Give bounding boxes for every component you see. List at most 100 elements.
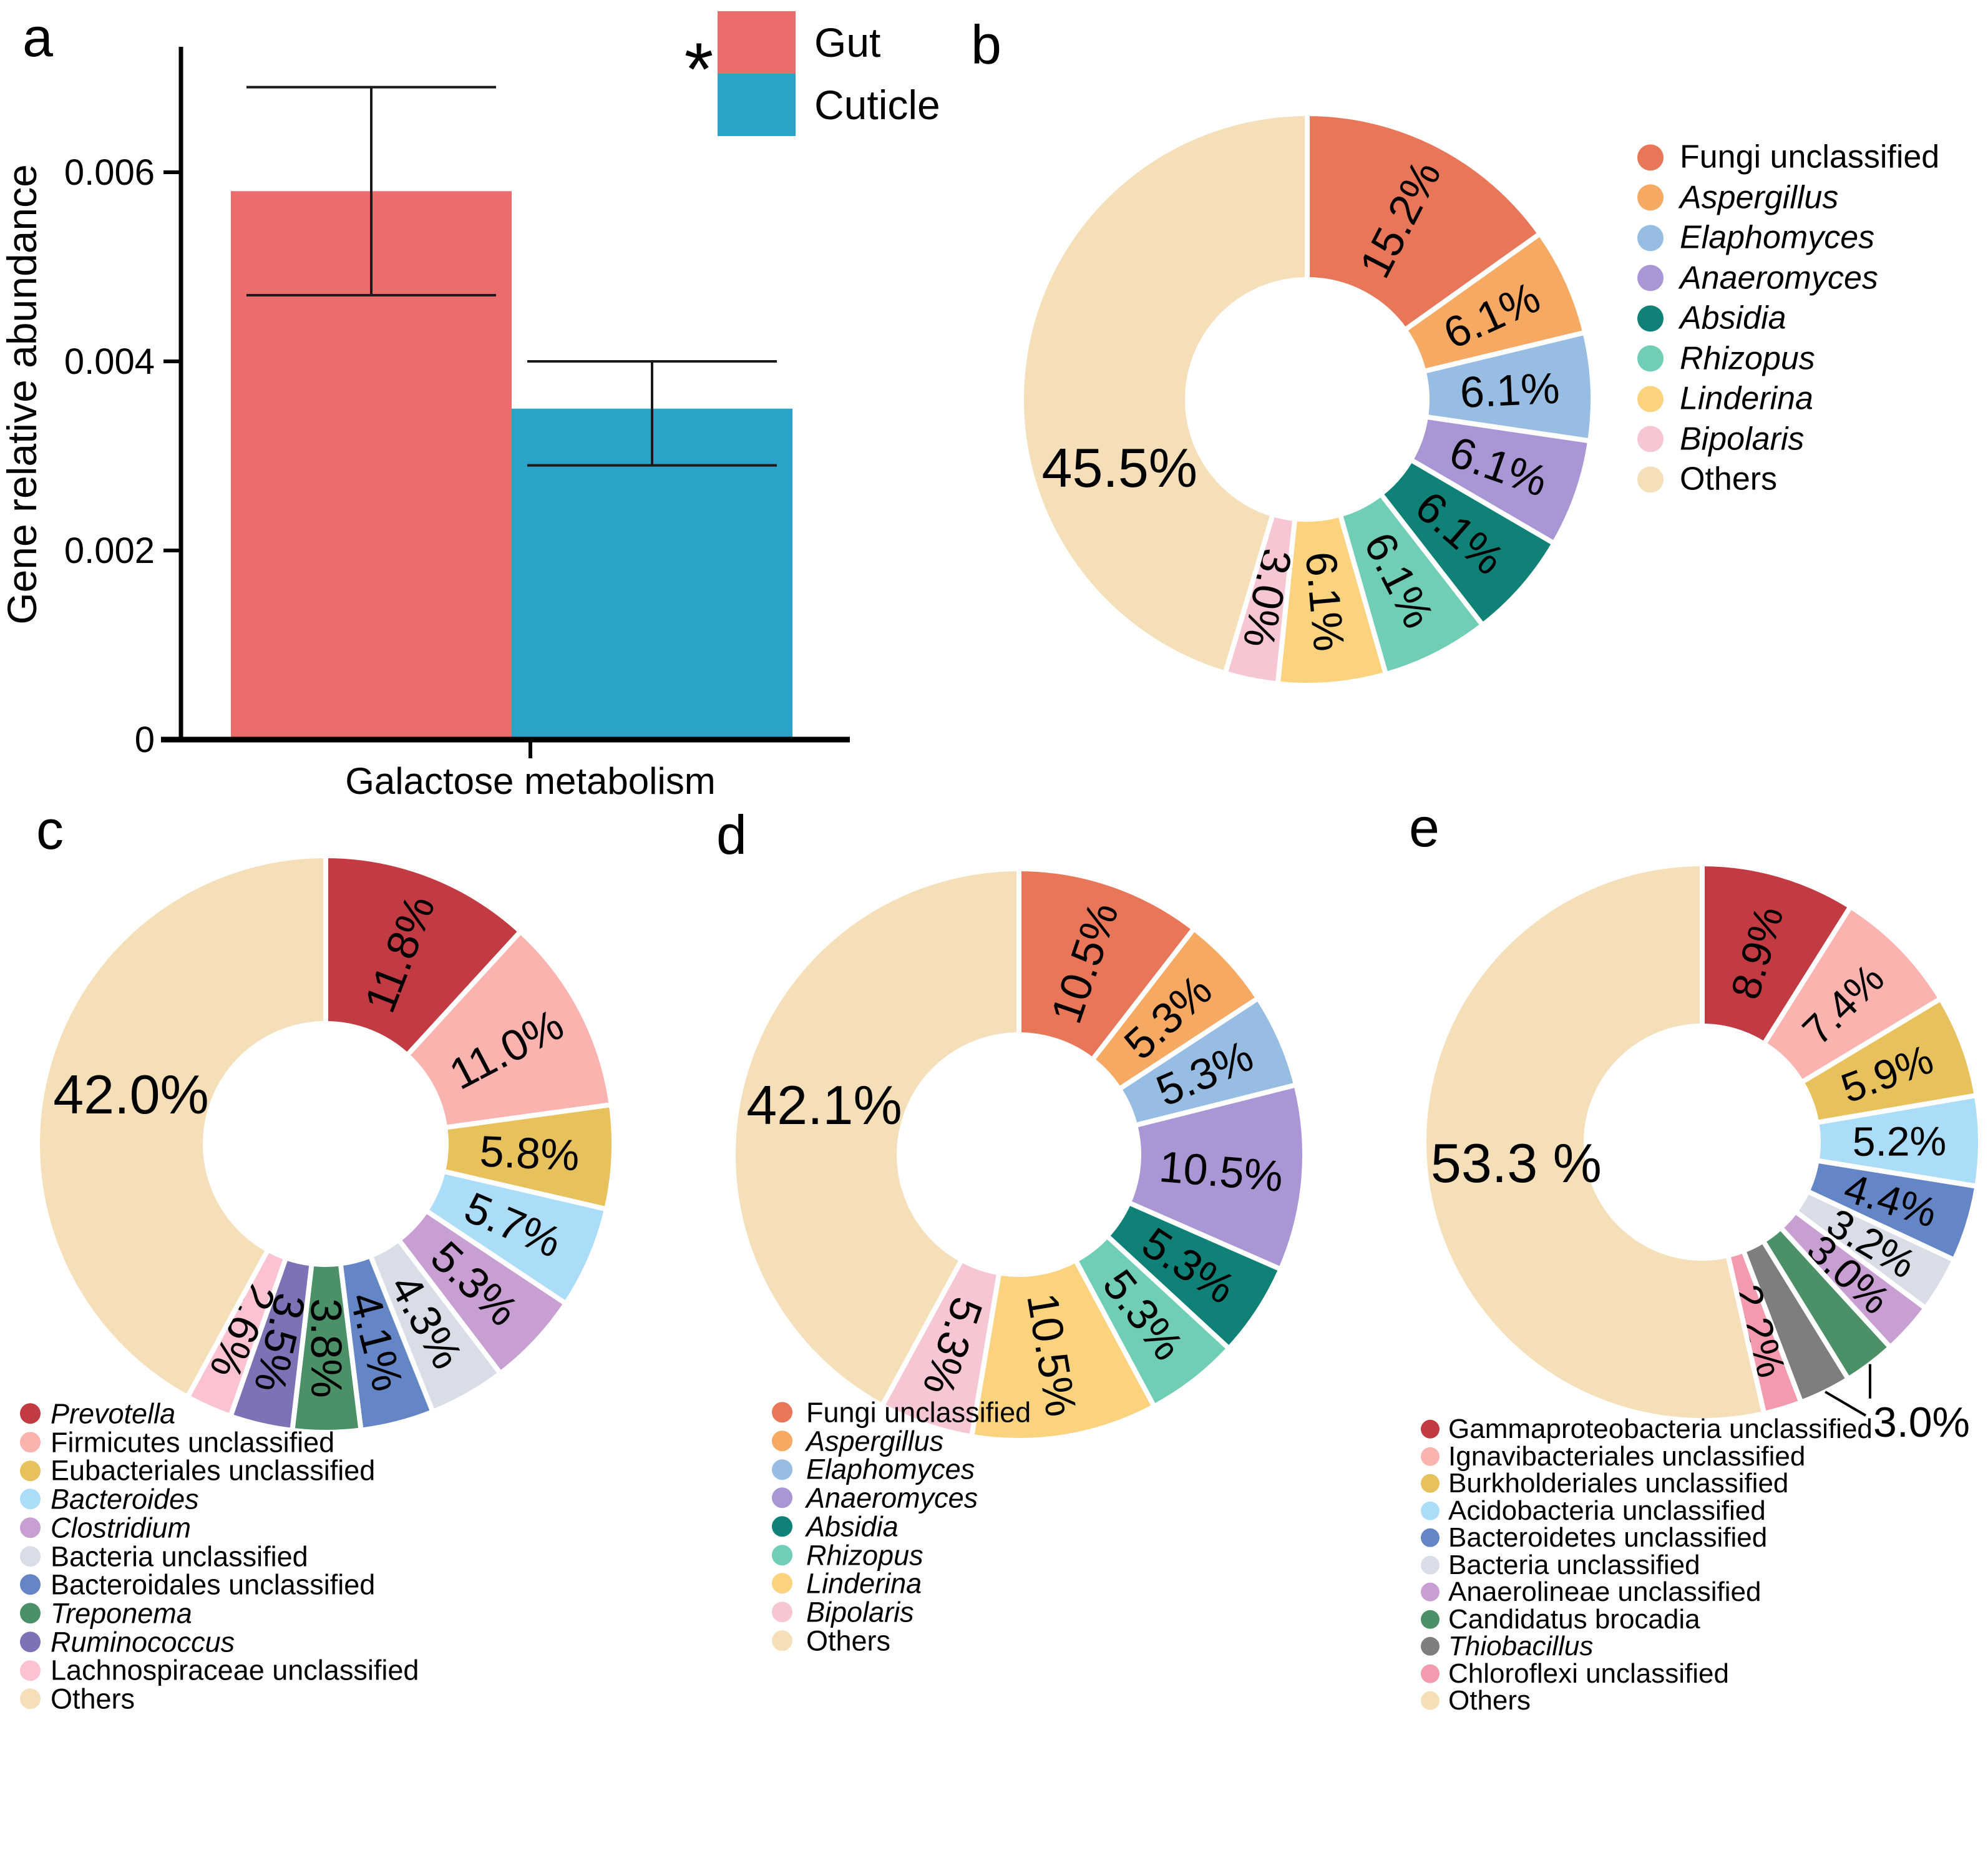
legend-item: Aspergillus xyxy=(772,1425,943,1457)
legend-color-dot xyxy=(1637,305,1664,331)
legend-item-label: Bacteroides xyxy=(51,1483,199,1515)
legend-item-label: Aspergillus xyxy=(1680,178,1839,215)
leader-line xyxy=(1825,1391,1867,1417)
legend-item: Rhizopus xyxy=(772,1540,923,1571)
legend-item: Candidatus brocadia xyxy=(1421,1603,1700,1634)
legend-item: Others xyxy=(20,1683,135,1714)
legend-item-label: Rhizopus xyxy=(806,1538,923,1571)
legend-item: Others xyxy=(1637,461,1777,497)
donut-slice xyxy=(323,853,524,1058)
legend-color-dot xyxy=(20,1603,41,1624)
slice-percent-label: 6.1% xyxy=(1459,364,1561,417)
legend-item: Gammaproteobacteria unclassified xyxy=(1421,1414,1873,1444)
legend-item-label: Bacteria unclassified xyxy=(51,1540,308,1572)
legend-item-label: Thiobacillus xyxy=(1448,1630,1594,1661)
others-percent-label: 42.0% xyxy=(53,1064,209,1125)
legend-item-label: Bacteroidales unclassified xyxy=(51,1568,376,1601)
legend-item-label: Others xyxy=(51,1683,135,1715)
legend-item-label: Linderina xyxy=(1680,380,1813,417)
y-tick-label: 0.006 xyxy=(64,152,155,193)
panel-label-b: b xyxy=(971,14,1001,76)
legend-color-swatch xyxy=(718,11,796,74)
legend-item: Eubacteriales unclassified xyxy=(20,1455,375,1487)
legend-item: Linderina xyxy=(1637,381,1813,416)
legend-color-dot xyxy=(772,1402,792,1423)
legend-color-dot xyxy=(20,1432,41,1453)
legend-color-dot xyxy=(20,1660,41,1681)
legend-color-dot xyxy=(1637,386,1664,412)
legend-item-label: Elaphomyces xyxy=(806,1453,975,1485)
legend-item-label: Bipolaris xyxy=(806,1596,914,1628)
legend-item-label: Others xyxy=(1448,1685,1531,1716)
legend-item: Others xyxy=(772,1625,890,1656)
legend-item: Bacteroidetes unclassified xyxy=(1421,1522,1767,1553)
legend-color-dot xyxy=(1421,1610,1440,1629)
legend-item-label: Rhizopus xyxy=(1680,340,1815,376)
legend-color-dot xyxy=(20,1574,41,1595)
others-percent-label: 42.1% xyxy=(746,1074,902,1136)
significance-asterisk: * xyxy=(685,27,714,111)
legend-item: Chloroflexi unclassified xyxy=(1421,1658,1729,1688)
legend-color-dot xyxy=(20,1546,41,1567)
panel-label-c: c xyxy=(36,799,64,861)
legend-color-dot xyxy=(20,1489,41,1510)
legend-item: Thiobacillus xyxy=(1421,1631,1593,1661)
legend-color-dot xyxy=(20,1403,41,1424)
panel-label-a: a xyxy=(22,6,53,68)
legend-item-cuticle: Cuticle xyxy=(718,74,940,136)
donut-slice xyxy=(404,929,614,1130)
legend-color-dot xyxy=(1421,1419,1440,1439)
legend-item: Fungi unclassified xyxy=(1637,139,1939,175)
legend-item: Fungi unclassified xyxy=(772,1397,1031,1428)
legend-item-label: Elaphomyces xyxy=(1680,219,1875,256)
legend-item-label: Ruminococcus xyxy=(51,1625,235,1658)
legend-item-label: Fungi unclassified xyxy=(1680,139,1940,175)
legend-item: Bipolaris xyxy=(1637,421,1804,457)
donut-slice xyxy=(1016,866,1197,1063)
legend-item: Absidia xyxy=(1637,300,1786,336)
legend-color-dot xyxy=(20,1460,41,1481)
legend-item-label: Others xyxy=(1680,461,1778,497)
legend-color-dot xyxy=(1421,1691,1440,1710)
legend-color-dot xyxy=(772,1516,792,1537)
legend-item: Aspergillus xyxy=(1637,178,1839,215)
donut-slice xyxy=(731,866,1021,1409)
legend-color-dot xyxy=(20,1631,41,1653)
legend-color-dot xyxy=(20,1688,41,1709)
legend-color-dot xyxy=(1637,225,1664,251)
legend-item-label: Aspergillus xyxy=(806,1424,944,1457)
legend-item: Firmicutes unclassified xyxy=(20,1427,334,1458)
legend-item-label: Bacteria unclassified xyxy=(1448,1549,1700,1580)
legend-item: Elaphomyces xyxy=(1637,220,1874,255)
legend-item-label: Treponema xyxy=(51,1597,192,1630)
legend-color-dot xyxy=(1637,144,1664,170)
legend-item: Bacteria unclassified xyxy=(20,1541,308,1572)
legend-color-dot xyxy=(1421,1636,1440,1656)
slice-percent-label: 6.1% xyxy=(1297,550,1354,653)
y-axis-title: Gene relative abundance xyxy=(0,164,45,625)
legend-item-label: Anaerolineae unclassified xyxy=(1448,1576,1761,1607)
donut-slice xyxy=(1019,111,1310,676)
legend-item-label: Anaeromyces xyxy=(806,1482,978,1514)
donut-slice xyxy=(35,853,328,1400)
others-percent-label: 45.5% xyxy=(1042,437,1198,499)
legend-color-dot xyxy=(1421,1447,1440,1466)
legend-color-dot xyxy=(1637,184,1664,211)
legend-color-dot xyxy=(772,1630,792,1651)
legend-item-label: Clostridium xyxy=(51,1512,192,1544)
legend-item: Bipolaris xyxy=(772,1597,914,1628)
legend-item-label: Linderina xyxy=(806,1567,922,1600)
slice-percent-label: 5.2% xyxy=(1853,1118,1947,1165)
legend-item: Linderina xyxy=(772,1568,922,1599)
legend-color-dot xyxy=(772,1459,792,1480)
legend-color-dot xyxy=(772,1573,792,1594)
legend-color-dot xyxy=(772,1545,792,1565)
legend-item-label: Lachnospiraceae unclassified xyxy=(51,1654,419,1686)
legend-item-label: Burkholderiales unclassified xyxy=(1448,1467,1789,1499)
y-tick-label: 0 xyxy=(135,720,155,760)
legend-color-dot xyxy=(1421,1501,1440,1520)
slice-percent-label: 10.5% xyxy=(1157,1142,1285,1201)
